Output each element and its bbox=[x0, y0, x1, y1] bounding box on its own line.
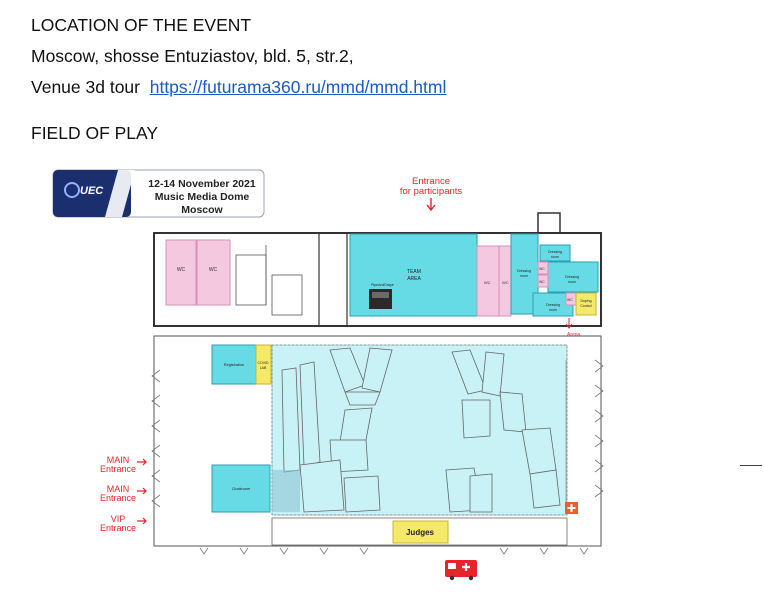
shaded-zone bbox=[272, 470, 300, 512]
uec-logo-icon bbox=[64, 182, 80, 198]
main-entrance-2-line1: MAIN bbox=[107, 484, 130, 494]
wc-small-label-3: WC bbox=[567, 298, 573, 302]
dressing-room-4-line1: Dressing bbox=[546, 303, 560, 307]
arrow-right-icon bbox=[137, 458, 147, 466]
wc-small-1 bbox=[537, 261, 549, 275]
judges-box bbox=[392, 520, 449, 544]
cloakroom-label: Cloakroom bbox=[232, 487, 250, 491]
logo-text: UEC bbox=[80, 185, 104, 197]
dressing-room-4-line2: room bbox=[549, 308, 557, 312]
wc-small-2 bbox=[537, 274, 549, 288]
team-area-line2: AREA bbox=[407, 276, 421, 282]
event-venue: Music Media Dome bbox=[155, 191, 250, 203]
pipe-label: PipeAndDrape bbox=[371, 283, 394, 287]
doping-control-line2: Control bbox=[580, 304, 592, 308]
dressing-room-3-line1: Dressing bbox=[565, 275, 579, 279]
cloakroom bbox=[211, 464, 271, 513]
down-arrow-icon bbox=[426, 198, 436, 212]
registration-room bbox=[211, 344, 257, 385]
arrow-right-icon bbox=[137, 487, 147, 495]
vip-entrance: VIP Entrance bbox=[100, 514, 147, 533]
wc-room-2 bbox=[196, 239, 231, 306]
upper-rooms bbox=[153, 212, 602, 327]
ambulance-icon bbox=[445, 560, 477, 581]
heading-field-of-play: FIELD OF PLAY bbox=[31, 123, 159, 143]
dressing-room-2 bbox=[539, 244, 571, 262]
tour-label: Venue 3d tour bbox=[31, 77, 140, 97]
tour-link[interactable]: https://futurama360.ru/mmd/mmd.html bbox=[149, 77, 447, 97]
vip-entrance-line2: Entrance bbox=[100, 523, 136, 533]
dressing-room-2-line1: Dressing bbox=[548, 250, 562, 254]
wc-room-1 bbox=[165, 239, 197, 306]
entrance-participants: Entrance for participants bbox=[400, 176, 463, 212]
judges-label: Judges bbox=[406, 528, 435, 537]
covid-lab bbox=[255, 344, 272, 385]
dressing-room-3-line2: room bbox=[568, 280, 576, 284]
tour-line: Venue 3d tour https://futurama360.ru/mmd… bbox=[31, 77, 447, 97]
main-entrance-1-line2: Entrance bbox=[100, 464, 136, 474]
event-banner: UEC 12-14 November 2021 Music Media Dome… bbox=[52, 169, 265, 218]
wc-label-1: WC bbox=[177, 267, 186, 273]
main-entrance-2-line2: Entrance bbox=[100, 493, 136, 503]
wc-label-4: WC bbox=[502, 280, 509, 285]
event-city: Moscow bbox=[181, 204, 223, 216]
heading-location: LOCATION OF THE EVENT bbox=[31, 15, 252, 35]
dressing-room-3 bbox=[547, 261, 599, 293]
team-area-line1: TEAM bbox=[407, 269, 421, 275]
entrance-participants-line1: Entrance bbox=[412, 176, 450, 187]
arena-label: Arena bbox=[567, 332, 581, 338]
main-entrance-1: MAIN Entrance bbox=[100, 455, 147, 474]
event-dates: 12-14 November 2021 bbox=[148, 178, 256, 190]
arena-arrow-icon bbox=[565, 318, 573, 329]
doping-control-line1: Doping bbox=[580, 299, 591, 303]
main-entrance-1-line1: MAIN bbox=[107, 455, 130, 465]
margin-dash bbox=[740, 465, 762, 466]
wc-label-3: WC bbox=[484, 280, 491, 285]
vip-entrance-line1: VIP bbox=[111, 514, 126, 524]
arrow-right-icon bbox=[137, 517, 147, 525]
wc-small-label-1: WC bbox=[539, 267, 545, 271]
dressing-room-1-line1: Dressing bbox=[517, 269, 531, 273]
track-features bbox=[281, 347, 561, 513]
dressing-room-2-line2: room bbox=[551, 255, 559, 259]
covid-lab-line2: LAB bbox=[260, 366, 267, 370]
dressing-room-1-line2: room bbox=[520, 274, 528, 278]
address-line: Moscow, shosse Entuziastov, bld. 5, str.… bbox=[31, 46, 354, 66]
entrance-participants-line2: for participants bbox=[400, 186, 463, 197]
wc-small-label-2: WC bbox=[539, 280, 545, 284]
registration-label: Registration bbox=[224, 363, 244, 367]
wc-label-2: WC bbox=[209, 267, 218, 273]
doping-control bbox=[575, 292, 597, 316]
main-entrance-2: MAIN Entrance bbox=[100, 484, 147, 503]
covid-lab-line1: COVID bbox=[257, 361, 269, 365]
